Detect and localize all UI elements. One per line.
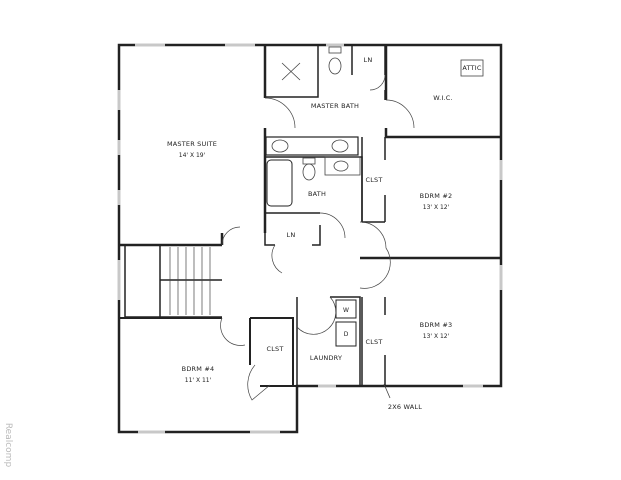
watermark: Realcomp [3, 422, 14, 468]
closet-bdrm3-label: CLST [365, 338, 382, 346]
wall-note: 2X6 WALL [388, 403, 422, 411]
laundry-label: LAUNDRY [310, 354, 342, 362]
walls [117, 43, 503, 434]
closet-bdrm4-label: CLST [266, 345, 283, 353]
fixtures [271, 46, 484, 399]
master-bath-label: MASTER BATH [311, 102, 359, 110]
attic-label: ATTIC [462, 64, 481, 72]
closet-bdrm2-label: CLST [365, 176, 382, 184]
door-swings [220, 74, 415, 401]
bdrm2-size: 13' X 12' [423, 204, 450, 211]
linen-top-label: LN [364, 56, 373, 64]
bdrm3-size: 13' X 12' [423, 333, 450, 340]
stair-treads [169, 247, 211, 315]
bdrm2-label: BDRM #2 [420, 192, 453, 200]
bdrm4-label: BDRM #4 [182, 365, 215, 373]
bdrm3-label: BDRM #3 [420, 321, 453, 329]
linen-hall-label: LN [287, 231, 296, 239]
bdrm4-size: 11' X 11' [185, 377, 212, 384]
master-suite-label: MASTER SUITE [167, 140, 217, 148]
master-suite-size: 14' X 19' [179, 152, 206, 159]
dryer-label: D [344, 331, 349, 338]
windows [117, 43, 503, 434]
wall-note-leader [383, 383, 391, 399]
wic-label: W.I.C. [433, 94, 453, 102]
bath-label: BATH [308, 190, 326, 198]
washer-label: W [343, 307, 349, 314]
